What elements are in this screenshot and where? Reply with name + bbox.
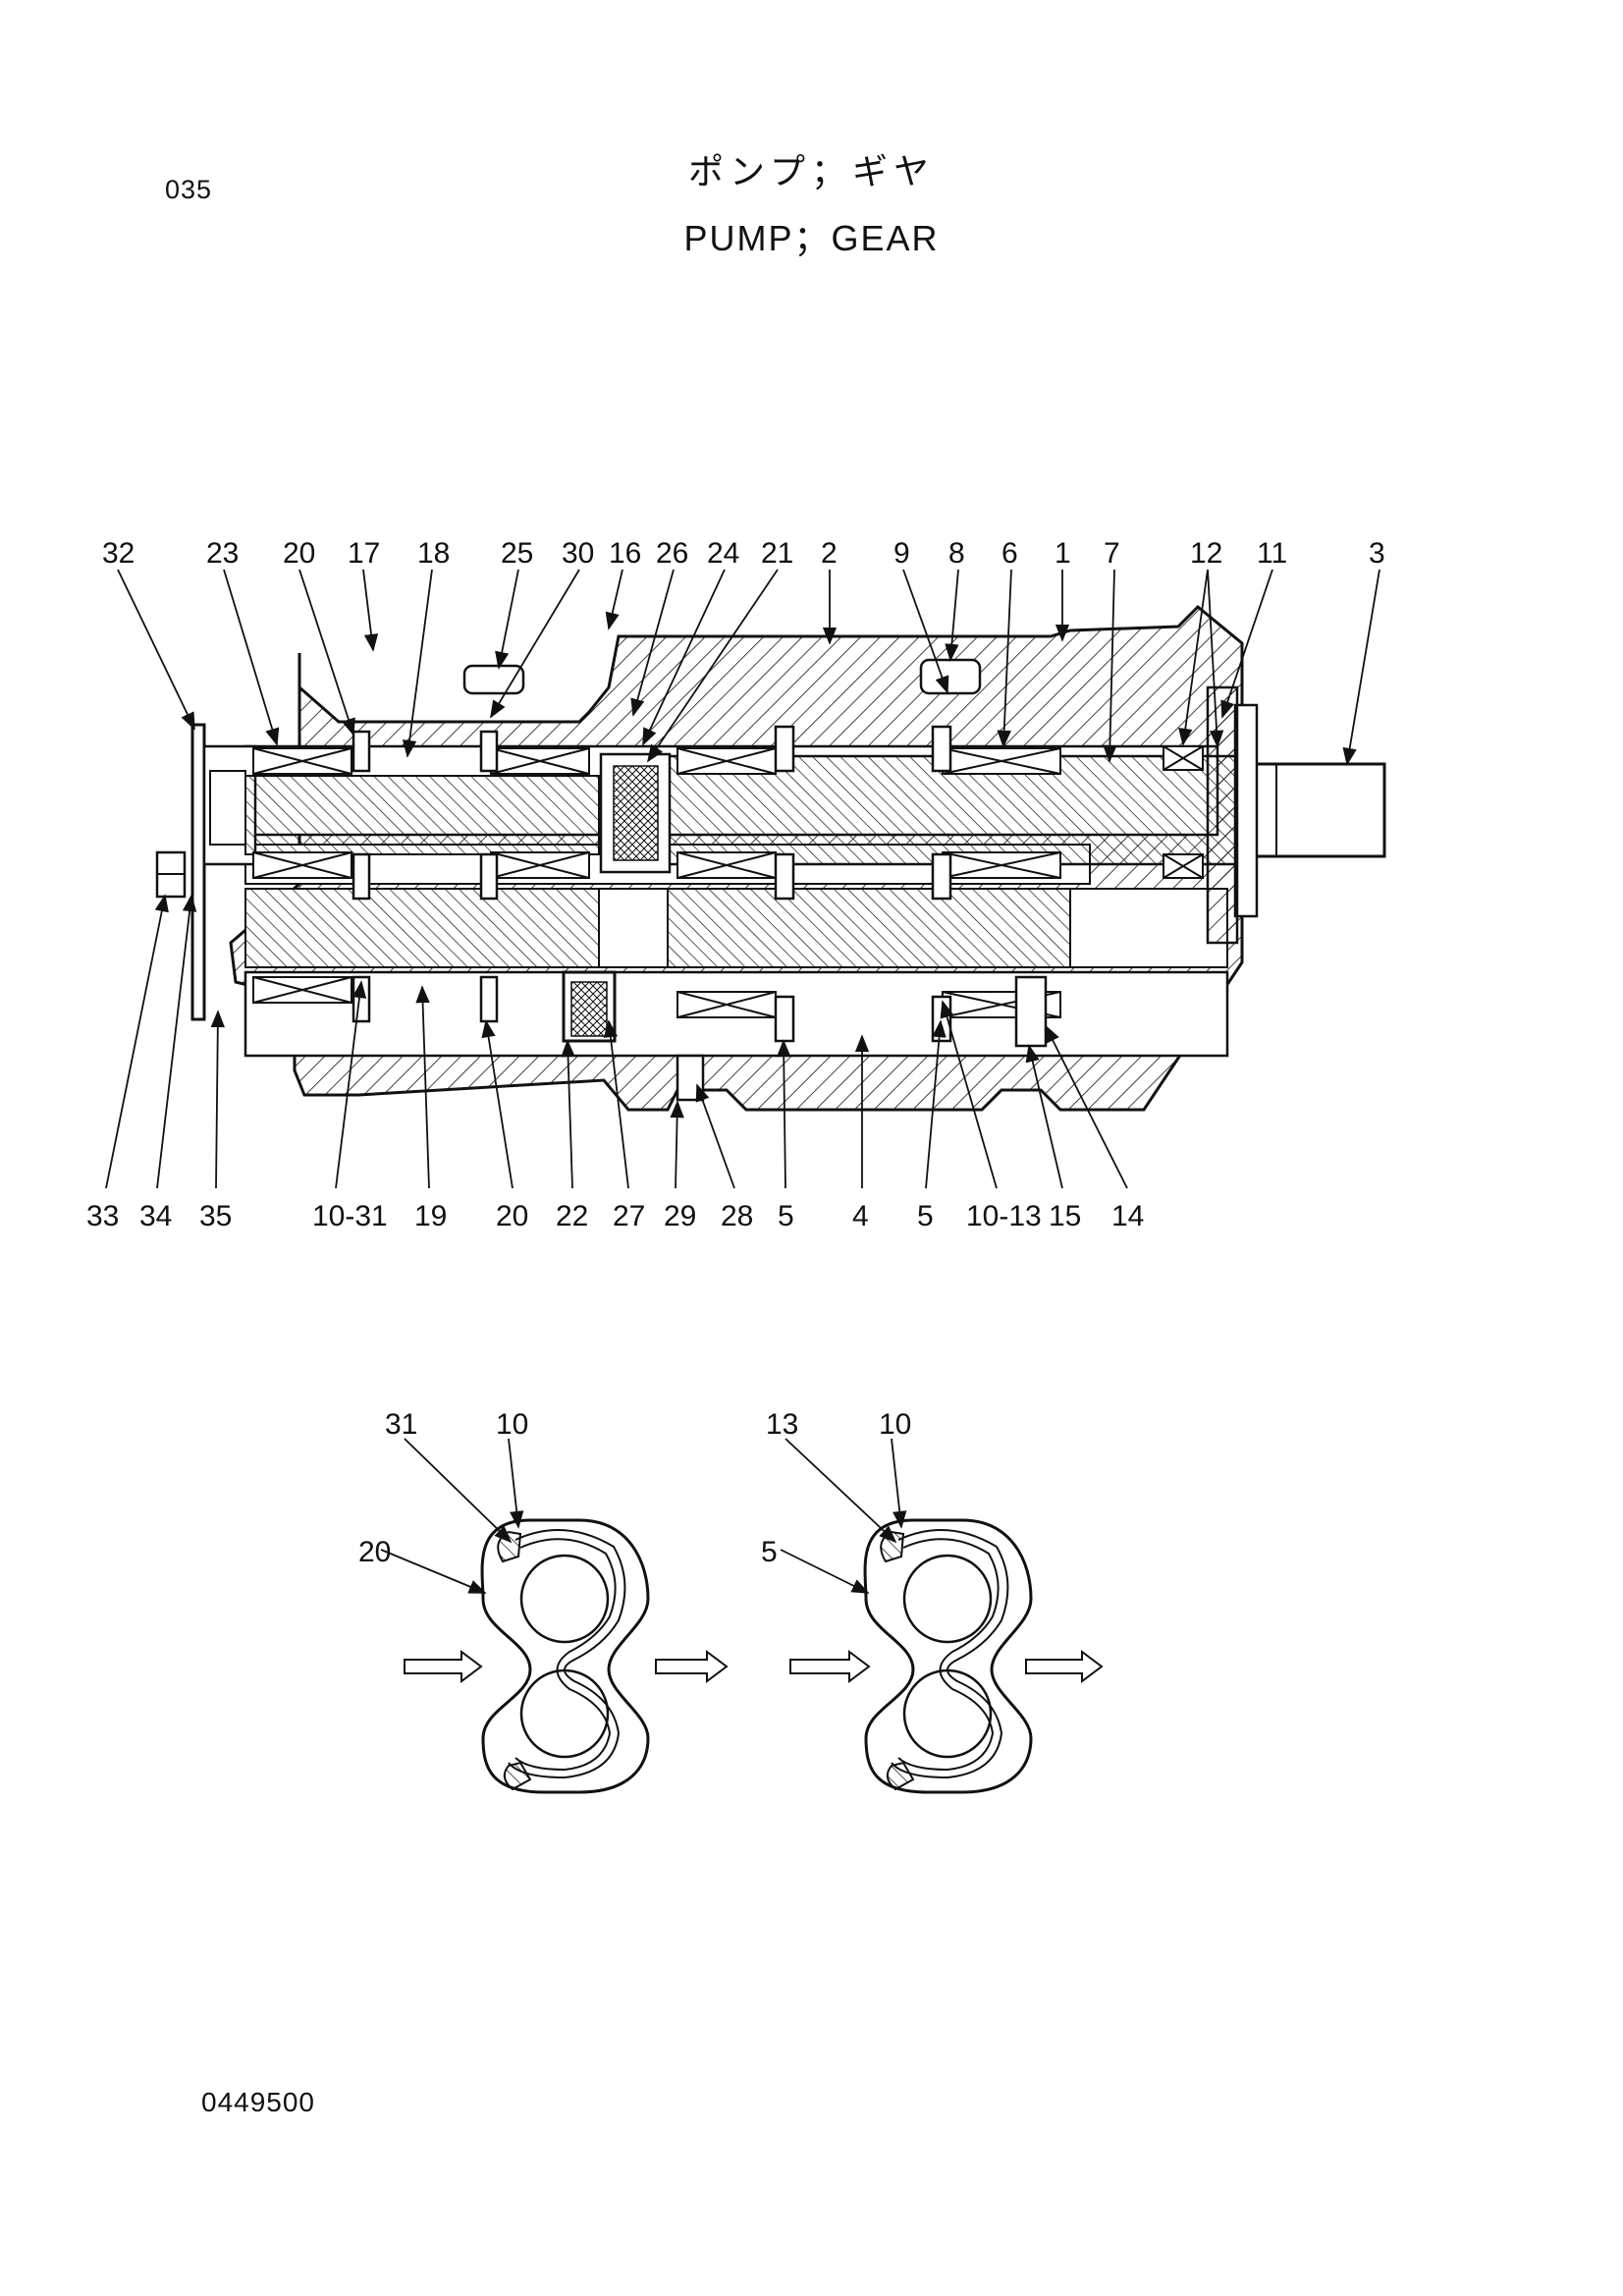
seal-detail-left: 31 10 20	[358, 1408, 729, 1794]
callout-label: 32	[102, 537, 135, 570]
callout-label: 22	[556, 1200, 588, 1232]
callout-label: 5	[761, 1536, 778, 1568]
callout-label: 26	[656, 537, 688, 570]
page-code: 035	[165, 175, 213, 204]
seal-detail-right: 13 10 5	[761, 1408, 1104, 1794]
callout-label: 29	[664, 1200, 696, 1232]
callout-label: 10	[496, 1408, 528, 1441]
callout-label: 34	[139, 1200, 172, 1232]
callout-label: 19	[414, 1200, 447, 1232]
callout-label: 10	[879, 1408, 911, 1441]
callout-label: 13	[766, 1408, 798, 1441]
callout-label: 16	[609, 537, 641, 570]
top-callouts: 32 23 20 17 18 25 30 16 26 24 21 2 9 8 6…	[102, 537, 1385, 570]
callout-label: 33	[86, 1200, 119, 1232]
callout-label: 4	[852, 1200, 869, 1232]
pump-cross-section	[155, 604, 1386, 1112]
callout-label: 20	[496, 1200, 528, 1232]
callout-label: 7	[1104, 537, 1120, 570]
callout-label: 5	[917, 1200, 934, 1232]
callout-label: 15	[1049, 1200, 1081, 1232]
callout-label: 17	[348, 537, 380, 570]
callout-label: 3	[1369, 537, 1385, 570]
callout-label: 30	[562, 537, 594, 570]
bottom-callouts: 33 34 35 10-31 19 20 22 27 29 28 5 4 5 1…	[86, 1200, 1144, 1232]
callout-label: 24	[707, 537, 739, 570]
page-title-english: PUMP；GEAR	[683, 218, 940, 258]
callout-label: 2	[821, 537, 838, 570]
callout-label: 14	[1111, 1200, 1144, 1232]
callout-label: 25	[501, 537, 533, 570]
page-title-japanese: ポンプ；ギヤ	[688, 151, 935, 191]
callout-label: 11	[1257, 537, 1287, 570]
callout-label: 18	[417, 537, 450, 570]
callout-label: 20	[358, 1536, 391, 1568]
callout-label: 27	[613, 1200, 645, 1232]
document-number: 0449500	[201, 2087, 316, 2117]
callout-label: 35	[199, 1200, 232, 1232]
callout-label: 23	[206, 537, 239, 570]
callout-label: 9	[893, 537, 910, 570]
callout-label: 20	[283, 537, 315, 570]
callout-label: 10-31	[312, 1200, 388, 1232]
callout-label: 28	[721, 1200, 753, 1232]
callout-label: 8	[948, 537, 965, 570]
callout-label: 10-13	[966, 1200, 1042, 1232]
callout-label: 6	[1001, 537, 1018, 570]
callout-label: 1	[1055, 537, 1071, 570]
callout-label: 5	[778, 1200, 794, 1232]
callout-label: 12	[1190, 537, 1222, 570]
callout-label: 21	[761, 537, 793, 570]
callout-label: 31	[385, 1408, 417, 1441]
